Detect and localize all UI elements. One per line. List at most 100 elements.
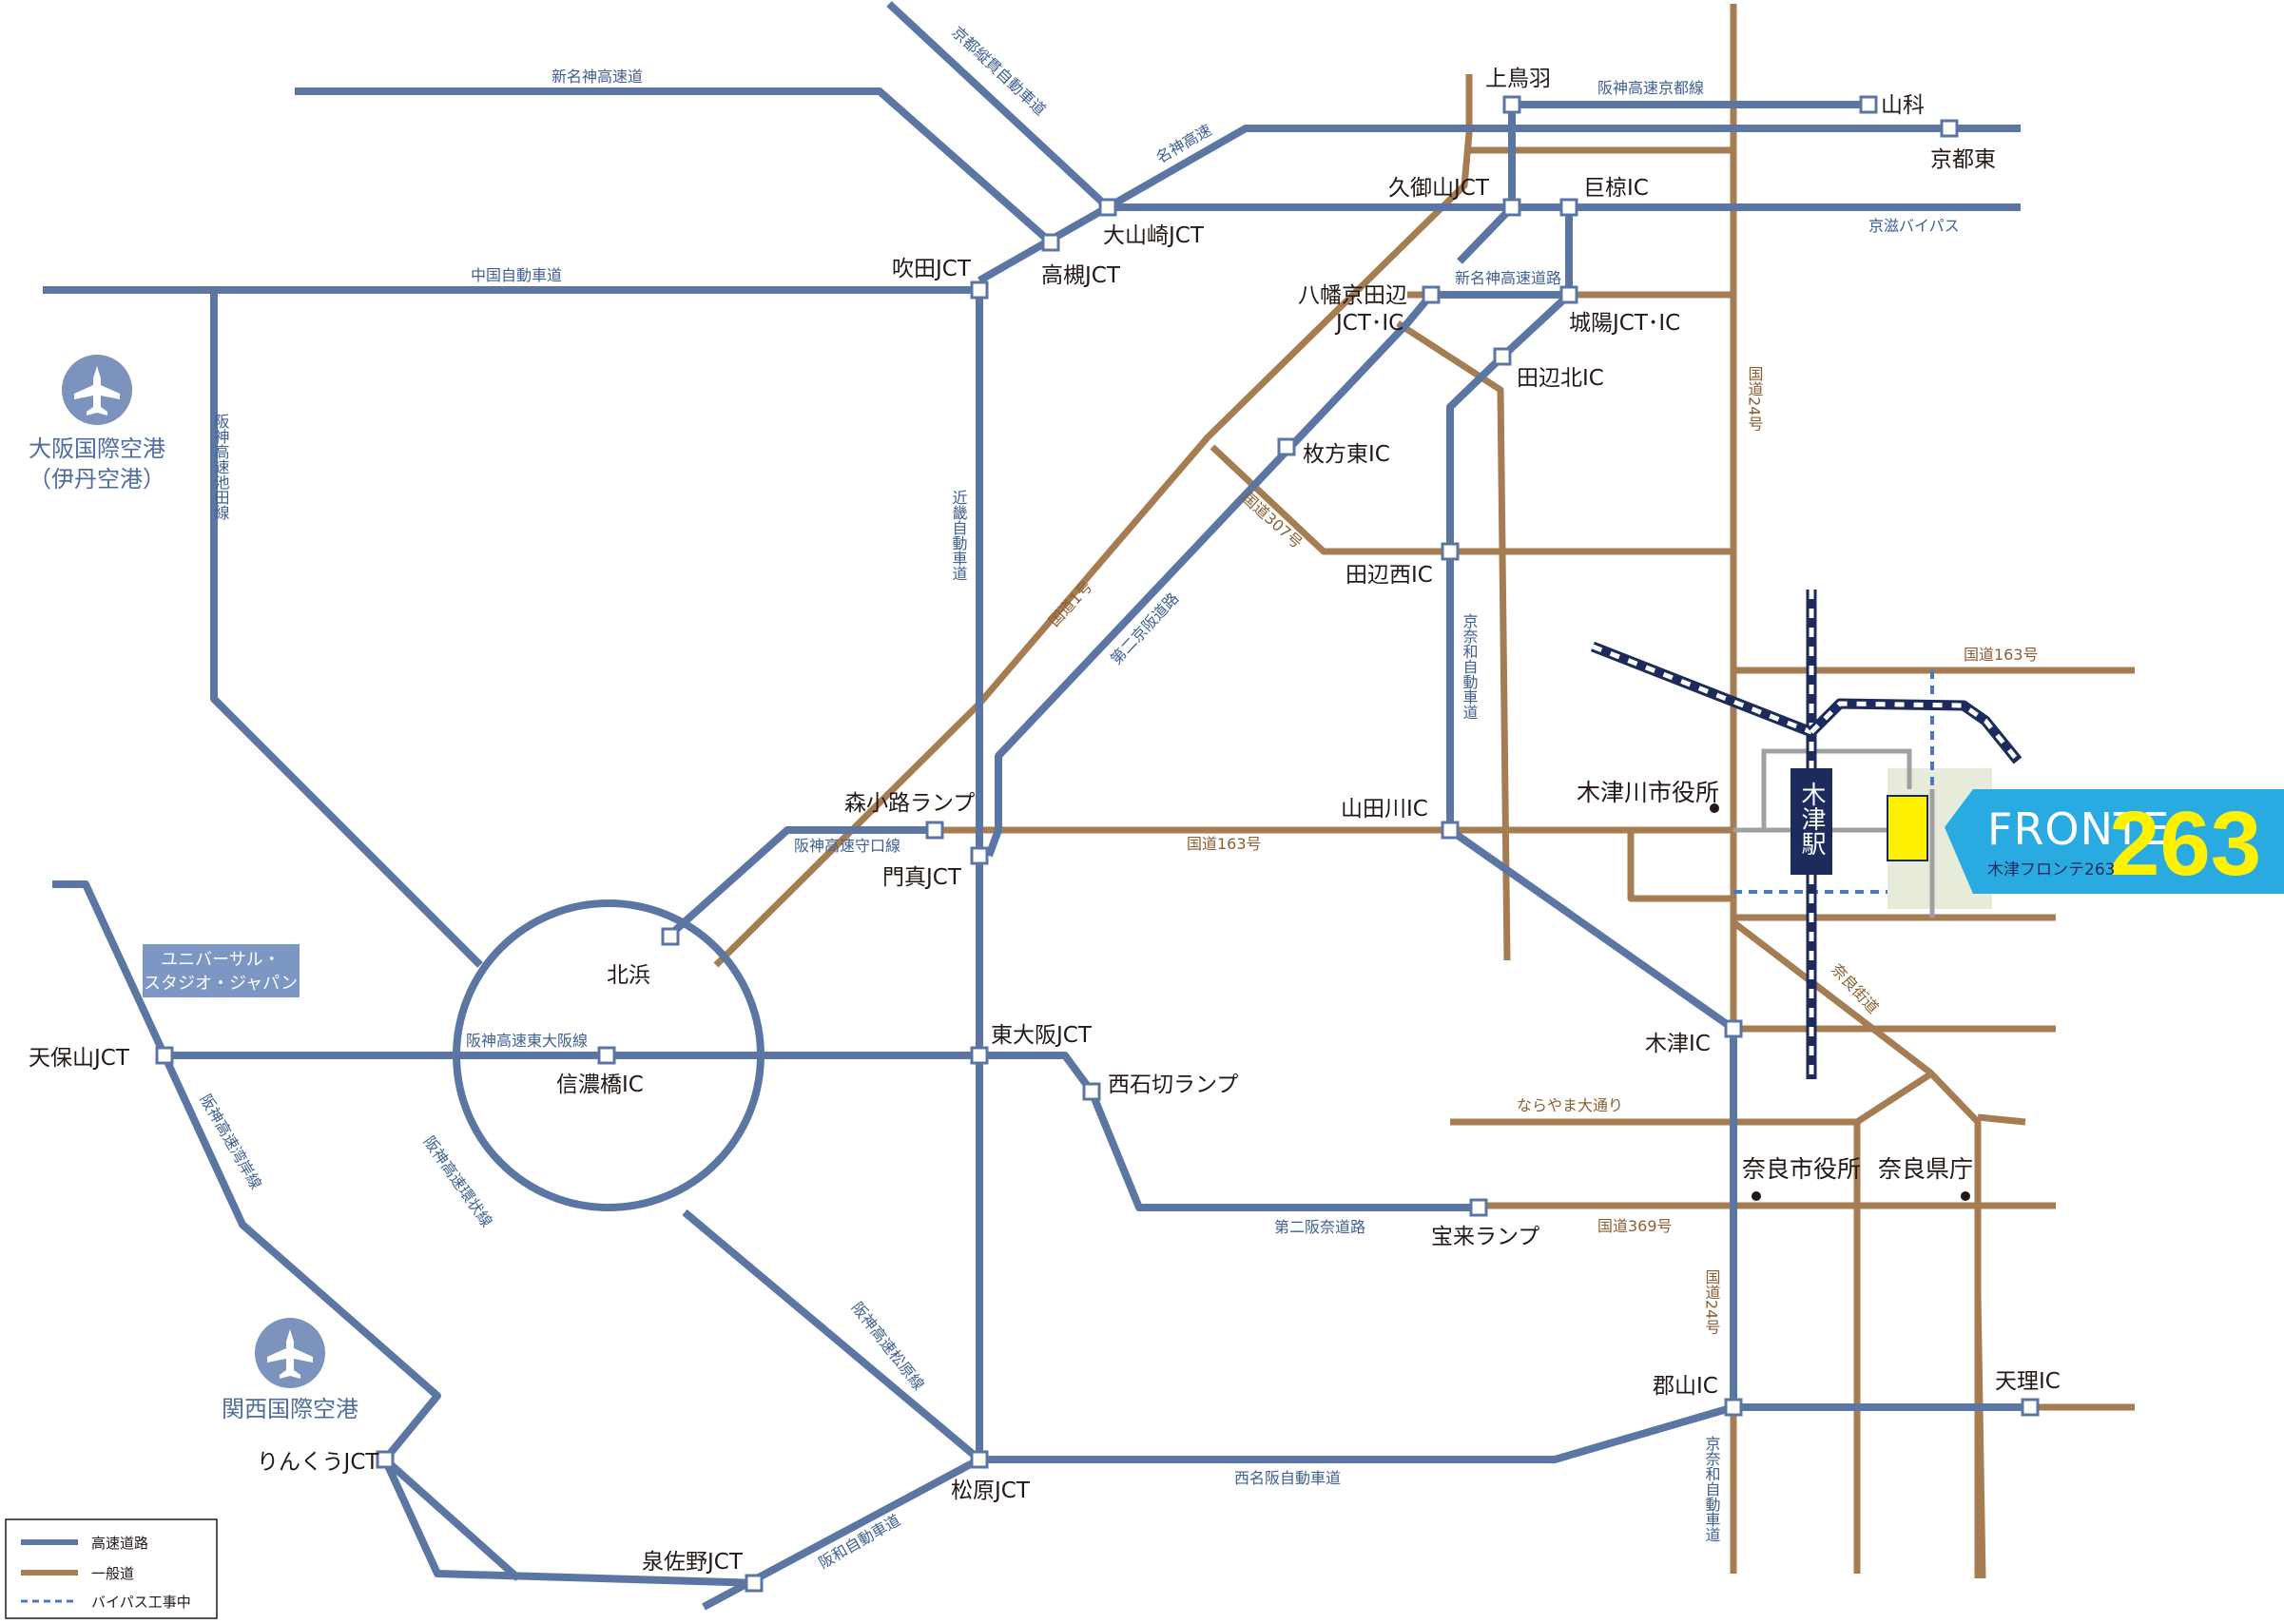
road-narayama: ならやま大通り <box>1517 1096 1623 1114</box>
node-rinku <box>376 1450 395 1469</box>
road-shin-meishin-road: 新名神高速道路 <box>1455 269 1561 287</box>
road-daini-hanna: 第二阪奈道路 <box>1274 1218 1365 1236</box>
road-route163: 国道163号 <box>1187 835 1262 853</box>
node-kitahama <box>661 927 680 946</box>
kanjo-loop-highway <box>453 899 765 1211</box>
label-horai: 宝来ランプ <box>1431 1225 1539 1249</box>
label-koriyama: 郡山IC <box>1653 1374 1718 1399</box>
label-hirakata-higashi: 枚方東IC <box>1303 442 1390 467</box>
node-nishi-ishikiri <box>1082 1082 1101 1101</box>
node-joyo <box>1559 285 1578 304</box>
node-horai <box>1469 1198 1488 1217</box>
node-kumiyama <box>1502 198 1521 217</box>
station-loop-road <box>1761 748 1912 830</box>
node-hirakata <box>1277 437 1296 456</box>
node-izumisano <box>745 1574 764 1593</box>
kyonawa-north-highway <box>1447 826 1736 1033</box>
legend: 高速道路 一般道 バイパス工事中 <box>5 1518 218 1619</box>
road-route24-north: 国道24号 <box>1746 366 1764 432</box>
label-kizugawa-city-hall: 木津川市役所 <box>1577 779 1719 806</box>
brand-name-en: FRONTE <box>1987 803 2170 855</box>
label-tanabe-kita: 田辺北IC <box>1517 366 1604 391</box>
brand-name-jp: 木津フロンテ263 <box>1987 860 2115 880</box>
label-izumisano-jct: 泉佐野JCT <box>642 1550 744 1575</box>
label-nara-pref-office: 奈良県庁 <box>1878 1155 1973 1183</box>
kizu-loop-road <box>1627 826 1733 902</box>
tenri-road <box>1977 1113 2026 1126</box>
road-higashi-osaka-line: 阪神高速東大阪線 <box>466 1032 588 1050</box>
node-matsubara <box>970 1450 989 1469</box>
tanabe-highway <box>1446 292 1572 830</box>
rail-west-dash <box>1592 644 1812 735</box>
rinku-highway <box>382 1457 521 1581</box>
road-hanshin-kyoto: 阪神高速京都線 <box>1597 79 1704 97</box>
airplane-icon <box>267 1329 313 1379</box>
itami-label-line2: （伊丹空港） <box>29 466 165 493</box>
label-yawata-line1: 八幡京田辺 <box>1298 283 1407 308</box>
tenpozan-west-highway <box>52 880 168 1057</box>
higashi-osaka-highway <box>165 1052 1479 1211</box>
route307-road <box>1210 444 1733 555</box>
fronte-brand: FRONTE 263 木津フロンテ263 <box>1887 789 2284 895</box>
site-marker <box>1887 795 1928 861</box>
road-route307: 国道307号 <box>1238 489 1306 552</box>
label-kamitoba: 上鳥羽 <box>1485 67 1551 91</box>
road-route1: 国道1号 <box>1045 577 1096 630</box>
label-kyoto-higashi: 京都東 <box>1930 147 1996 172</box>
label-higashi-osaka-jct: 東大阪JCT <box>991 1023 1093 1048</box>
label-yamadagawa: 山田川IC <box>1341 797 1428 822</box>
brand-banner <box>1945 789 2284 894</box>
node-yamashina <box>1859 95 1878 114</box>
node-tanabe-nishi <box>1441 542 1460 561</box>
label-tenpozan-jct: 天保山JCT <box>29 1046 130 1071</box>
node-koriyama <box>1724 1398 1743 1417</box>
road-kyonawa-south: 京奈和自動車道 <box>1703 1436 1721 1542</box>
road-nara-kaido: 奈良街道 <box>1828 960 1883 1017</box>
legend-frame <box>5 1518 218 1619</box>
road-route163-east: 国道163号 <box>1964 646 2039 664</box>
wangan-highway <box>161 1054 762 1587</box>
node-tenpozan <box>155 1046 174 1065</box>
usj-line2: スタジオ・ジャパン <box>144 974 298 994</box>
label-oguraike-ic: 巨椋IC <box>1583 176 1649 201</box>
rail-east-dash <box>1810 701 2020 763</box>
label-yamashina: 山科 <box>1881 93 1925 118</box>
kansai-airport: 関西国際空港 <box>222 1318 358 1422</box>
node-oguraike <box>1559 198 1578 217</box>
label-takatsuki-jct: 高槻JCT <box>1041 263 1121 288</box>
node-kadoma <box>970 846 989 865</box>
airplane-icon <box>74 366 120 416</box>
node-tenri <box>2021 1398 2040 1417</box>
itami-label-line1: 大阪国際空港 <box>29 435 165 462</box>
kizu-station-label: 木津駅 <box>1797 782 1826 856</box>
node-yawata <box>1422 285 1441 304</box>
node-kyoto-higashi <box>1940 119 1959 138</box>
label-kitahama: 北浜 <box>607 963 650 988</box>
label-tanabe-nishi: 田辺西IC <box>1345 563 1433 588</box>
kizu-station: 木津駅 <box>1790 768 1832 875</box>
shin-meishin-highway <box>295 87 1054 245</box>
legend-bypass-label: バイパス工事中 <box>91 1594 191 1611</box>
label-suita-jct: 吹田JCT <box>892 257 972 281</box>
kyoto-jukan-highway <box>886 1 1111 210</box>
road-kyonawa-north: 京奈和自動車道 <box>1461 613 1479 720</box>
road-moriguchi-line: 阪神高速守口線 <box>794 837 900 855</box>
label-nishi-ishikiri: 西石切ランプ <box>1108 1073 1238 1097</box>
nara-city-hall-dot <box>1752 1191 1761 1201</box>
label-nara-city-hall: 奈良市役所 <box>1742 1155 1861 1183</box>
road-kinki: 近畿自動車道 <box>950 490 968 581</box>
node-morishoji <box>925 821 944 840</box>
label-matsubara-jct: 松原JCT <box>951 1479 1031 1503</box>
yawata-south-road <box>1396 320 1511 961</box>
usj-box: ユニバーサル・ スタジオ・ジャパン <box>143 944 300 997</box>
road-route24-south: 国道24号 <box>1703 1269 1721 1335</box>
label-yawata-line2: JCT･IC <box>1334 311 1403 336</box>
label-joyo-jct: 城陽JCT･IC <box>1569 311 1680 336</box>
nishi-meihan-highway <box>979 1403 2030 1463</box>
node-higashi-osaka <box>970 1046 989 1065</box>
road-ikeda-line: 阪神高速池田線 <box>212 414 230 520</box>
brand-number: 263 <box>2109 793 2261 895</box>
nara-pref-office-dot <box>1961 1191 1970 1201</box>
